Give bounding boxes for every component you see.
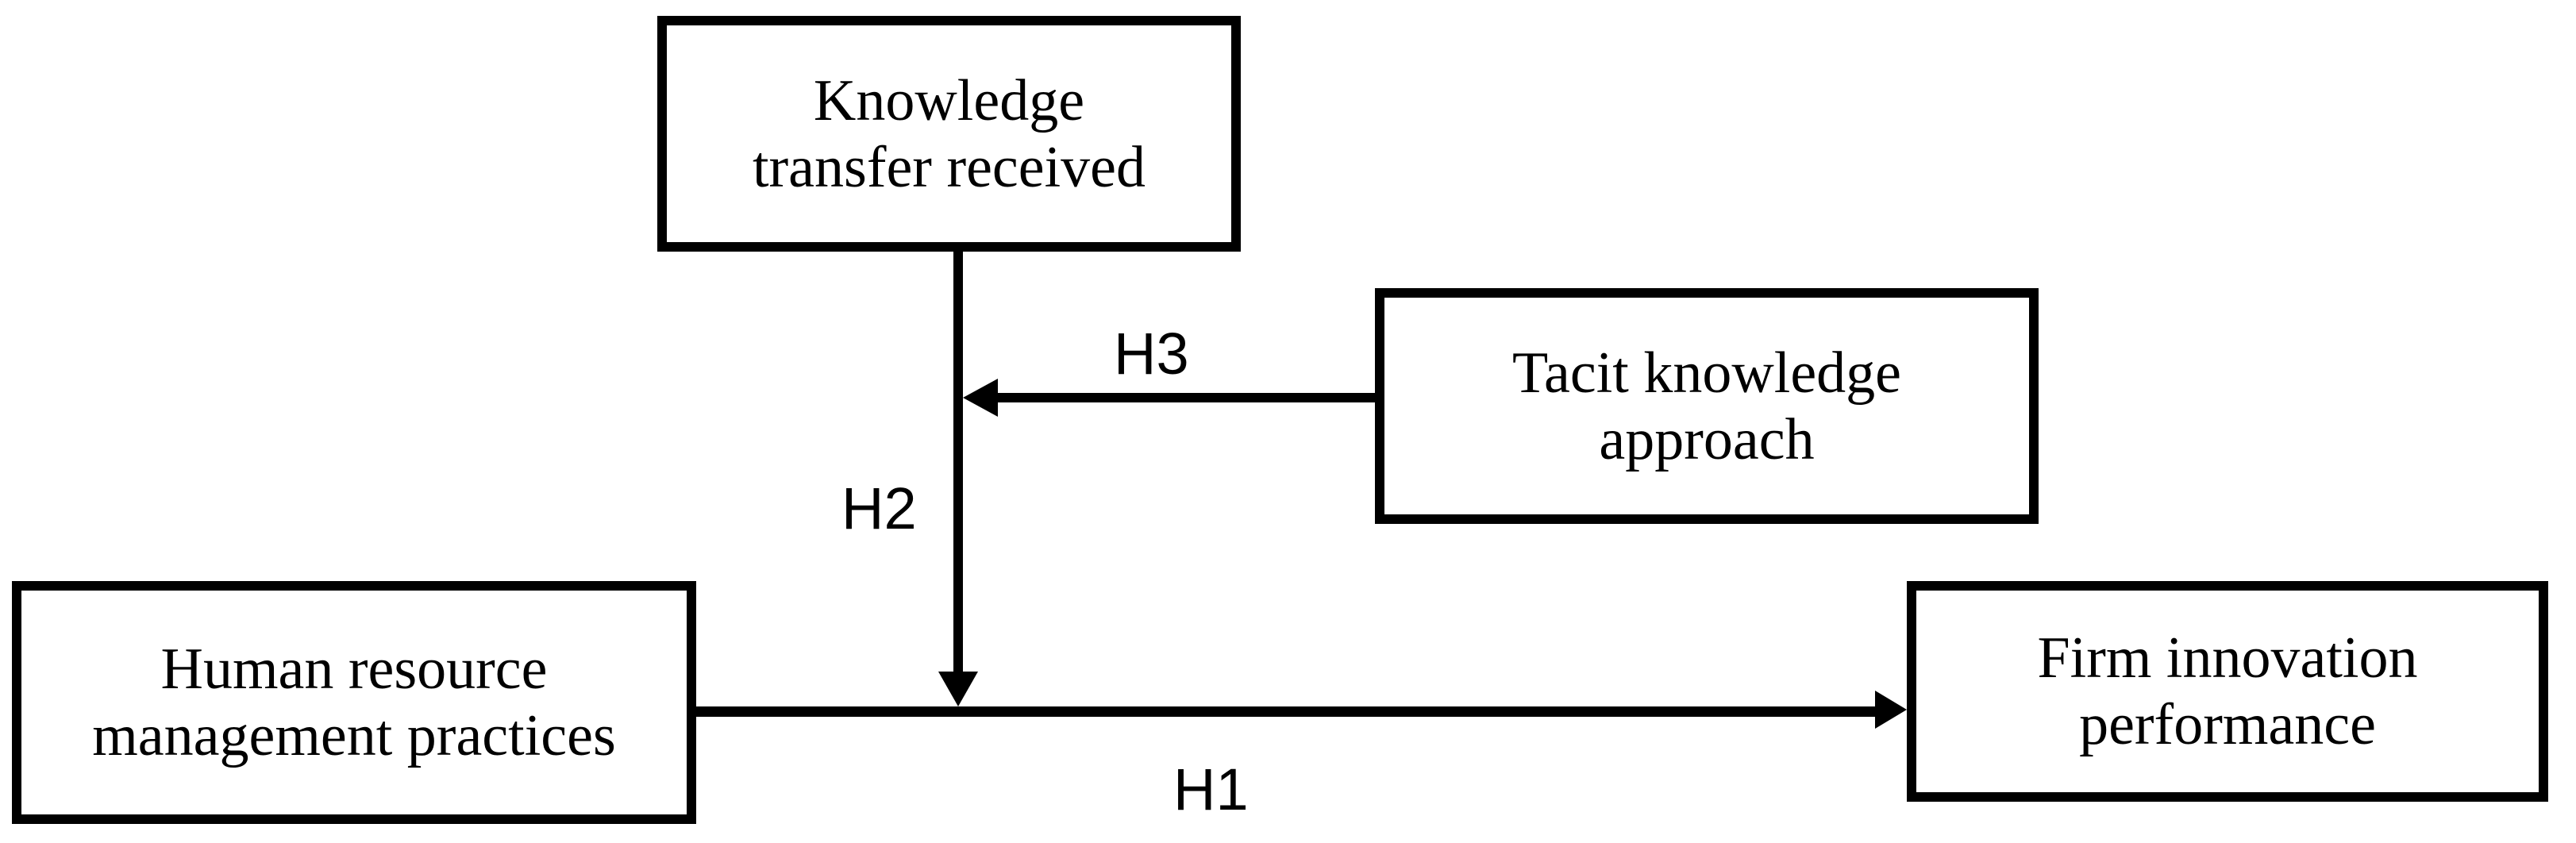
h2-label: H2 <box>841 475 917 541</box>
box-label-line: approach <box>1599 406 1815 472</box>
box-firm-innovation-performance: Firm innovation performance <box>1907 581 2548 802</box>
box-label-line: Tacit knowledge <box>1511 340 1902 406</box>
h3-label: H3 <box>1114 321 1189 387</box>
h1-label: H1 <box>1173 756 1249 822</box>
box-label-line: Knowledge <box>813 67 1085 133</box>
box-knowledge-transfer-received: Knowledge transfer received <box>657 16 1241 252</box>
box-tacit-knowledge-approach: Tacit knowledge approach <box>1375 288 2039 524</box>
h2-arrow-line <box>953 247 963 676</box>
h3-arrowhead-left-icon <box>963 379 998 417</box>
box-label-line: management practices <box>92 703 616 768</box>
h1-arrowhead-right-icon <box>1875 691 1907 729</box>
box-human-resource-management-practices: Human resource management practices <box>12 581 696 824</box>
h3-arrow-line <box>992 393 1384 402</box>
box-label-line: Human resource <box>160 637 548 702</box>
box-label-line: Firm innovation <box>2037 626 2418 691</box>
box-label-line: performance <box>2079 692 2376 757</box>
h1-arrow-line <box>691 706 1877 717</box>
box-label-line: transfer received <box>752 134 1146 200</box>
h2-arrowhead-down-icon <box>938 672 978 706</box>
